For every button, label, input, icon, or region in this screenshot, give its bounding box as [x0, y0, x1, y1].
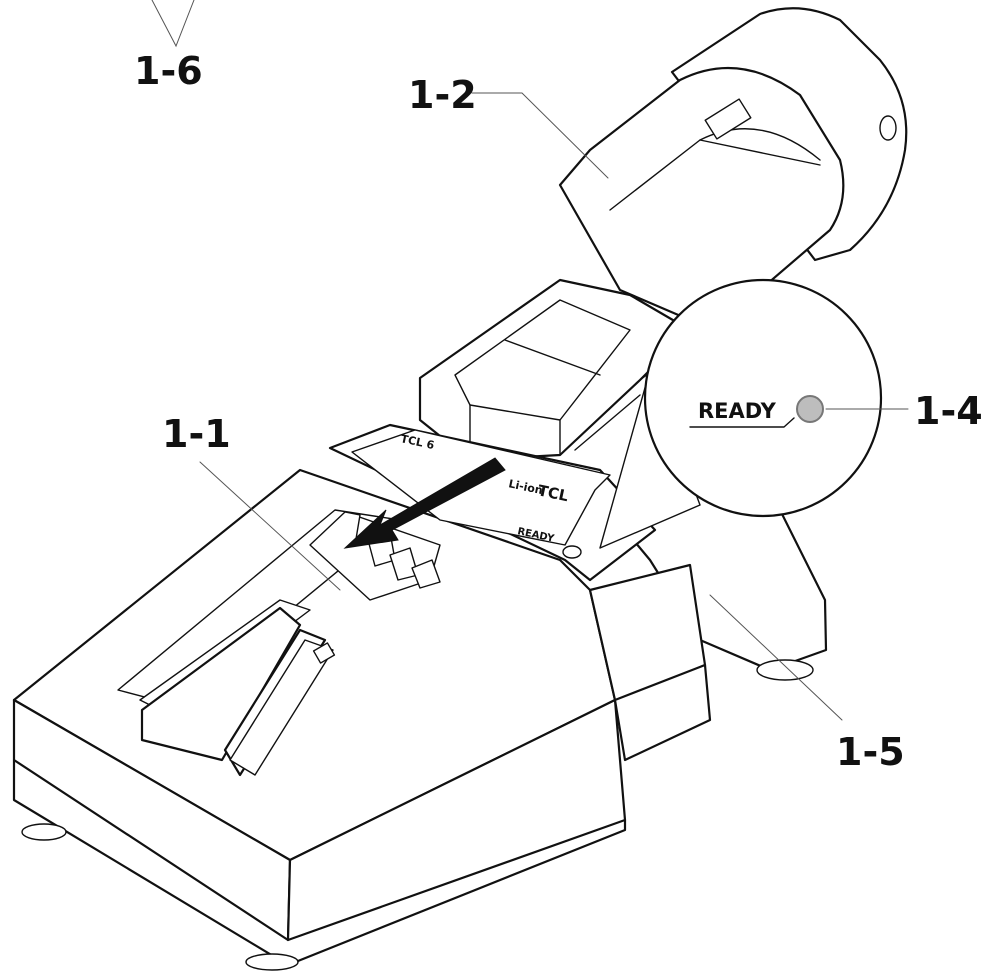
charger-ready-led	[562, 545, 582, 559]
charger-base: TCL 6 Li-ion TCL READY	[12, 423, 828, 971]
callout-1-2: 1-2	[408, 73, 609, 179]
callout-1-1-label: 1-1	[162, 412, 231, 456]
charger-rear-foot	[756, 659, 814, 681]
callout-1-5-label: 1-5	[836, 730, 905, 774]
battery-label-plate	[454, 299, 631, 421]
callout-1-6-label: 1-6	[134, 49, 203, 93]
magnified-ready-underline	[689, 417, 795, 428]
magnified-ready-label: READY	[698, 399, 777, 423]
magnifier: READY	[599, 278, 883, 549]
callout-1-4-label: 1-4	[914, 389, 983, 433]
charger-side-lower	[613, 663, 712, 762]
callout-1-4: 1-4	[825, 389, 983, 433]
magnified-ready-led	[796, 395, 824, 423]
charger-foot-front	[245, 953, 299, 971]
charger-contact-3	[411, 559, 441, 589]
callout-1-6: 1-6	[134, 0, 203, 93]
battery-cap-hole	[879, 115, 897, 141]
callout-1-1: 1-1	[162, 412, 341, 591]
charger-rail-clip	[312, 642, 336, 664]
charger-label-panel	[351, 429, 611, 546]
battery-pack	[418, 7, 908, 462]
callout-1-5: 1-5	[709, 594, 905, 774]
insert-direction-arrow	[343, 457, 506, 549]
callout-1-2-leader	[471, 92, 609, 179]
charger-foot-left	[21, 823, 67, 841]
battery-latch	[704, 98, 752, 140]
battery-body	[558, 66, 845, 322]
callout-1-6-leader	[151, 0, 195, 48]
callout-1-1-leader	[199, 461, 341, 591]
magnifier-circle	[643, 278, 883, 518]
callout-1-2-label: 1-2	[408, 73, 477, 117]
callout-1-5-leader	[709, 594, 843, 721]
